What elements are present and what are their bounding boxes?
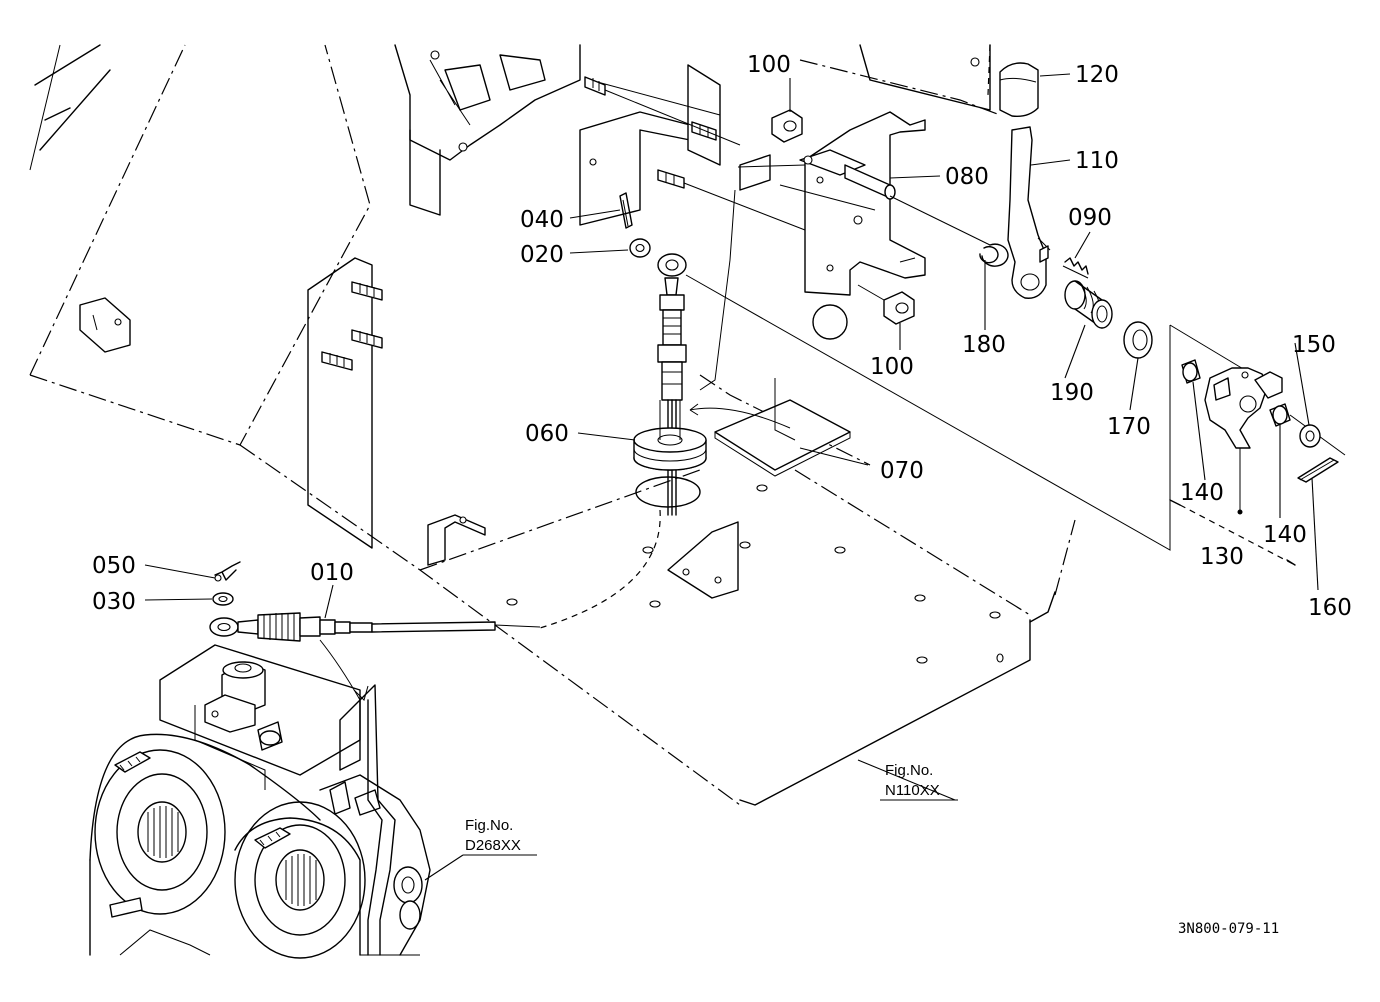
callout-110: 110 [1075,148,1119,174]
part-070-cover [689,378,851,477]
callout-100-bottom: 100 [870,354,914,380]
callout-140-right: 140 [1263,522,1307,548]
upper-linkage [394,44,581,216]
part-120-knob [999,62,1039,118]
fig-ref-n110-line2: N110XX [885,782,940,799]
callout-190: 190 [1050,380,1094,406]
bracket-080 [579,64,991,391]
callout-020: 020 [520,242,564,268]
callout-010: 010 [310,560,354,586]
group-130-bracket [1169,499,1296,566]
callout-140-left: 140 [1180,480,1224,506]
callout-030: 030 [92,589,136,615]
hydraulic-pump [89,644,431,959]
control-rod-upper [657,253,1246,551]
leader-lines [144,73,1319,881]
part-180-circlip [979,243,1009,267]
figure-ref-d268: Fig.No. D268XX [463,817,537,856]
callout-070: 070 [880,458,924,484]
drawing-code: 3N800-079-11 [1178,921,1279,937]
part-010-cable [209,612,541,701]
part-160-cotter-pin [1297,457,1339,483]
fig-ref-d268-line2: D268XX [465,837,521,854]
callout-160: 160 [1308,595,1352,621]
part-150-washer [1299,424,1321,448]
mounting-plate [307,257,383,549]
part-170-washer [1123,321,1153,359]
fig-ref-n110-line1: Fig.No. [885,762,933,779]
figure-ref-n110: Fig.No. N110XX [880,762,958,801]
frame-top-right [799,44,1001,116]
part-100-nut-top [771,109,803,143]
part-190-spring [1064,280,1113,329]
fig-ref-d268-line1: Fig.No. [465,817,513,834]
callout-060: 060 [525,421,569,447]
stud-bolts [321,281,383,371]
callout-100-top: 100 [747,52,791,78]
part-110-lever [987,44,1051,299]
callout-150: 150 [1292,332,1336,358]
part-040-clip [619,192,633,229]
callout-180: 180 [962,332,1006,358]
part-100-nut-bottom [857,284,915,325]
callout-130: 130 [1200,544,1244,570]
floor-holes [506,484,1004,664]
part-050-clip [214,561,241,582]
floor-brackets [427,514,739,599]
callout-labels: 100 120 110 080 090 040 020 100 180 190 … [92,52,1352,621]
callout-170: 170 [1107,414,1151,440]
part-060-boot [633,400,707,471]
callout-050: 050 [92,553,136,579]
callout-040: 040 [520,207,564,233]
callout-080: 080 [945,164,989,190]
callout-120: 120 [1075,62,1119,88]
part-030-washer [212,592,234,606]
callout-090: 090 [1068,205,1112,231]
stud-bolts-top [584,76,876,231]
part-090-spring [1062,257,1089,279]
part-020-washer [629,238,651,258]
